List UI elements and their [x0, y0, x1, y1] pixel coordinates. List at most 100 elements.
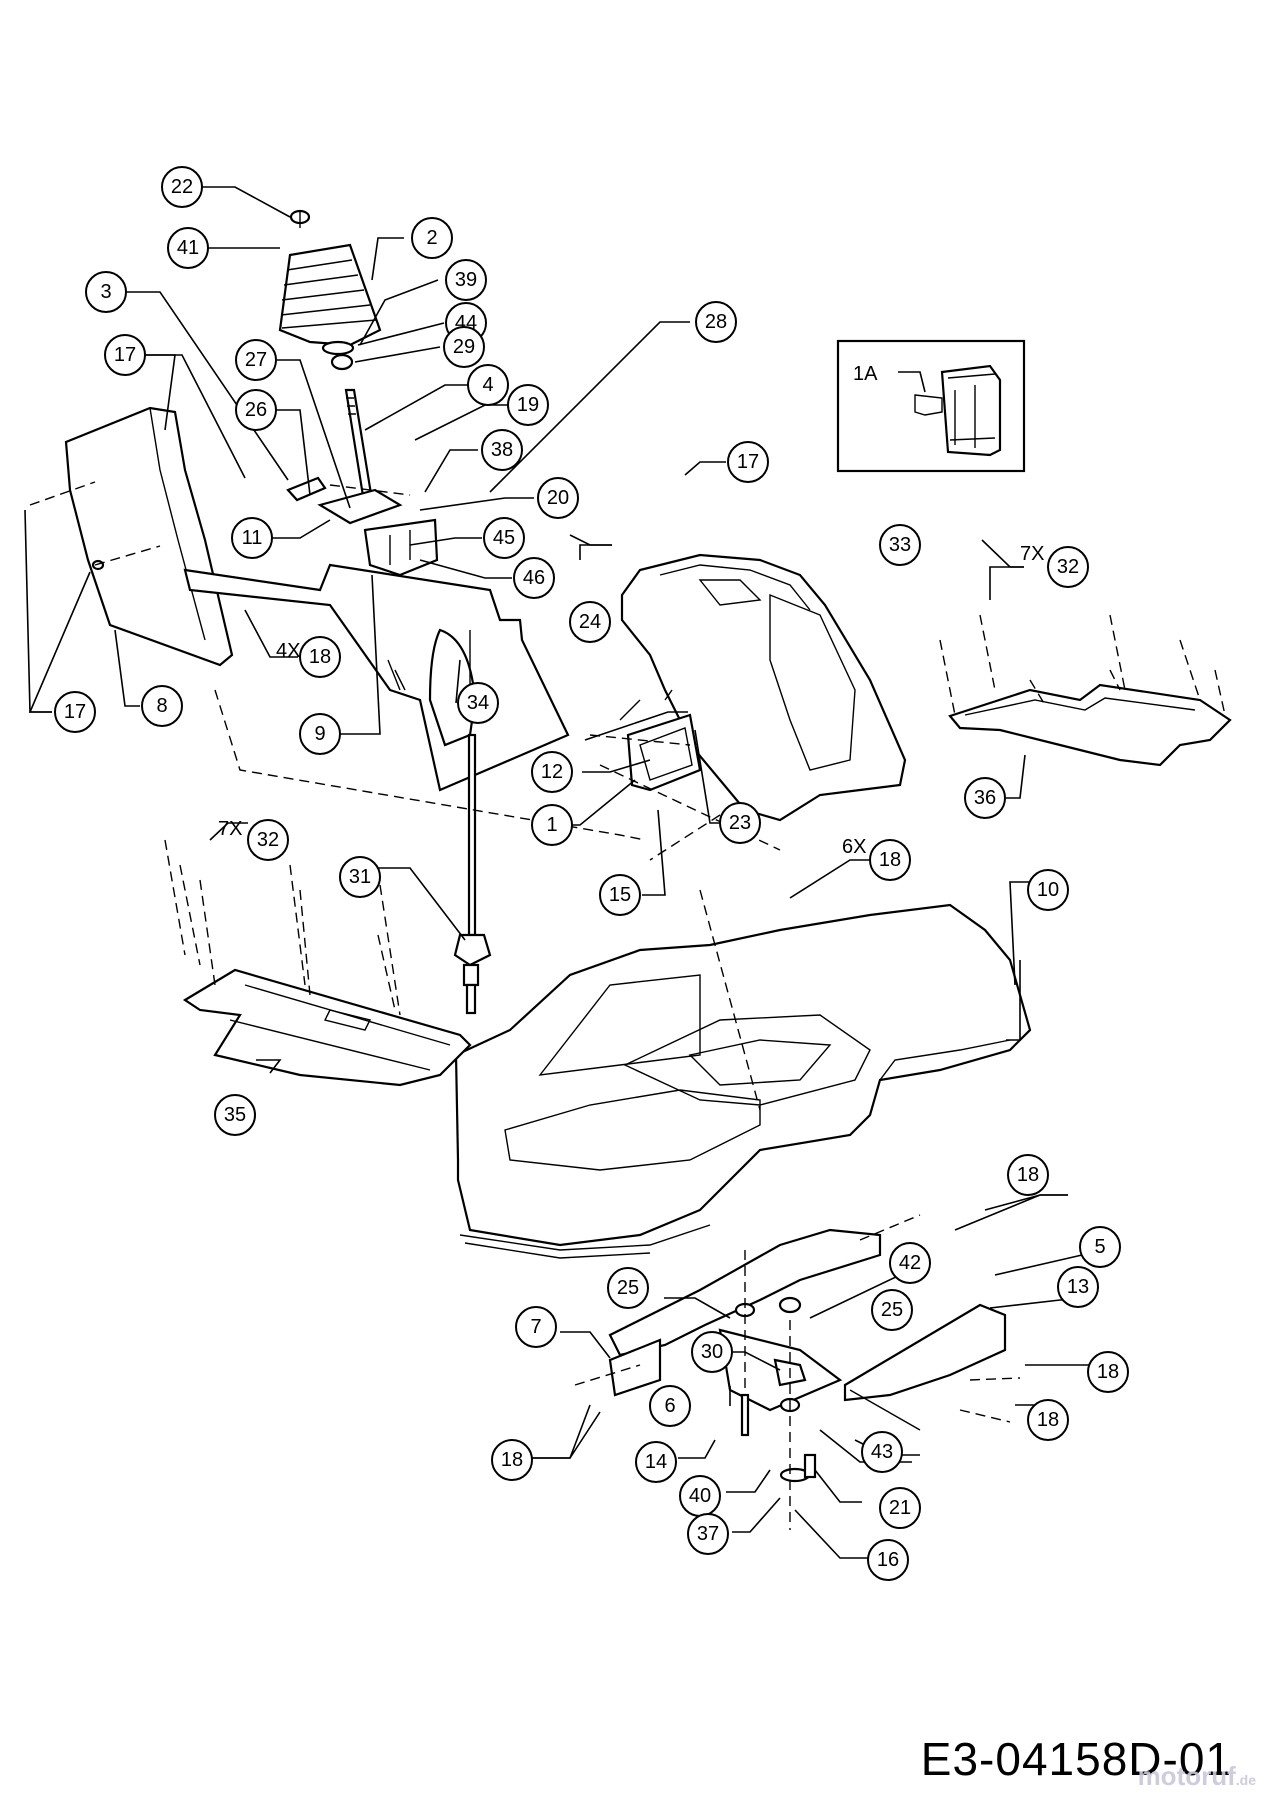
svg-text:2: 2: [426, 227, 437, 249]
svg-text:11: 11: [242, 527, 263, 549]
footrest-right: [948, 683, 1232, 767]
svg-text:43: 43: [871, 1441, 893, 1463]
callout-23: 23: [719, 802, 761, 844]
svg-text:20: 20: [547, 487, 569, 509]
callout-30: 30: [691, 1331, 733, 1373]
callout-17-left: 17: [54, 691, 96, 733]
callout-19: 19: [507, 384, 549, 426]
callout-18-right-top: 18: [1007, 1154, 1049, 1196]
callout-14: 14: [635, 1441, 677, 1483]
svg-text:21: 21: [889, 1497, 911, 1519]
callout-38: 38: [481, 429, 523, 471]
callout-18-6x: 18: [869, 839, 911, 881]
callout-35: 35: [214, 1094, 256, 1136]
callout-1: 1: [531, 804, 573, 846]
svg-text:4: 4: [482, 374, 493, 396]
svg-text:46: 46: [523, 567, 545, 589]
svg-text:18: 18: [1037, 1409, 1059, 1431]
callout-22: 22: [161, 166, 203, 208]
callout-33: 33: [879, 524, 921, 566]
shift-gear-plate: [317, 488, 439, 577]
callout-31: 31: [339, 856, 381, 898]
svg-text:32: 32: [257, 829, 279, 851]
callout-46: 46: [513, 557, 555, 599]
callout-3: 3: [85, 271, 127, 313]
svg-text:39: 39: [455, 269, 477, 291]
inset-label: 1A: [853, 363, 878, 385]
svg-text:25: 25: [881, 1299, 903, 1321]
callout-18-4x: 18: [299, 636, 341, 678]
svg-text:14: 14: [645, 1451, 667, 1473]
svg-text:18: 18: [309, 646, 331, 668]
footrest-left: [182, 968, 472, 1087]
svg-text:17: 17: [114, 344, 136, 366]
callout-39: 39: [445, 259, 487, 301]
svg-text:41: 41: [177, 237, 199, 259]
svg-text:18: 18: [879, 849, 901, 871]
qty-18-6x: 6X: [842, 836, 866, 858]
callout-34: 34: [457, 682, 499, 724]
callout-26: 26: [235, 389, 277, 431]
svg-text:18: 18: [1017, 1164, 1039, 1186]
svg-text:19: 19: [517, 394, 539, 416]
svg-text:5: 5: [1094, 1236, 1105, 1258]
svg-text:36: 36: [974, 787, 996, 809]
svg-text:15: 15: [609, 884, 631, 906]
svg-text:42: 42: [899, 1252, 921, 1274]
callout-37: 37: [687, 1513, 729, 1555]
callout-29: 29: [443, 326, 485, 368]
svg-text:25: 25: [617, 1277, 639, 1299]
callout-5: 5: [1079, 1226, 1121, 1268]
callout-16: 16: [867, 1539, 909, 1581]
callout-12: 12: [531, 751, 573, 793]
svg-text:45: 45: [493, 527, 515, 549]
lower-brackets: [608, 1228, 1007, 1483]
svg-text:29: 29: [453, 336, 475, 358]
callout-27: 27: [235, 339, 277, 381]
callout-25-right: 25: [871, 1289, 913, 1331]
callout-25-left: 25: [607, 1267, 649, 1309]
callout-18-right-mid: 18: [1087, 1351, 1129, 1393]
callout-17-right: 17: [727, 441, 769, 483]
qty-32-7x-right: 7X: [1020, 543, 1044, 565]
svg-text:9: 9: [314, 723, 325, 745]
qty-32-7x-left: 7X: [218, 818, 242, 840]
callout-36: 36: [964, 777, 1006, 819]
watermark-name: motoruf: [1137, 1761, 1236, 1791]
callout-4: 4: [467, 364, 509, 406]
svg-text:13: 13: [1067, 1276, 1089, 1298]
callout-45: 45: [483, 517, 525, 559]
steering-shaft: [453, 733, 492, 1015]
svg-text:26: 26: [245, 399, 267, 421]
callout-15: 15: [599, 874, 641, 916]
headlight: [619, 689, 702, 792]
svg-text:18: 18: [1097, 1361, 1119, 1383]
callout-32-right: 32: [1047, 546, 1089, 588]
qty-18-4x: 4X: [276, 640, 300, 662]
svg-text:17: 17: [64, 701, 86, 723]
svg-text:28: 28: [705, 311, 727, 333]
svg-text:17: 17: [737, 451, 759, 473]
svg-text:31: 31: [349, 866, 371, 888]
dash-cover: [620, 553, 907, 822]
callout-21: 21: [879, 1487, 921, 1529]
callout-43: 43: [861, 1431, 903, 1473]
svg-text:32: 32: [1057, 556, 1079, 578]
svg-text:1: 1: [546, 814, 557, 836]
callout-2: 2: [411, 217, 453, 259]
callout-13: 13: [1057, 1266, 1099, 1308]
svg-text:34: 34: [467, 692, 489, 714]
inset-detail-1a: 1A: [836, 339, 1026, 473]
svg-text:27: 27: [245, 349, 267, 371]
svg-text:38: 38: [491, 439, 513, 461]
svg-text:6: 6: [664, 1395, 675, 1417]
callout-32-left: 32: [247, 819, 289, 861]
watermark: motoruf.de: [1138, 1761, 1256, 1792]
callout-24: 24: [569, 601, 611, 643]
callout-18-right-low: 18: [1027, 1399, 1069, 1441]
knob: [286, 476, 327, 502]
callout-7: 7: [515, 1306, 557, 1348]
svg-text:16: 16: [877, 1549, 899, 1571]
callout-9: 9: [299, 713, 341, 755]
